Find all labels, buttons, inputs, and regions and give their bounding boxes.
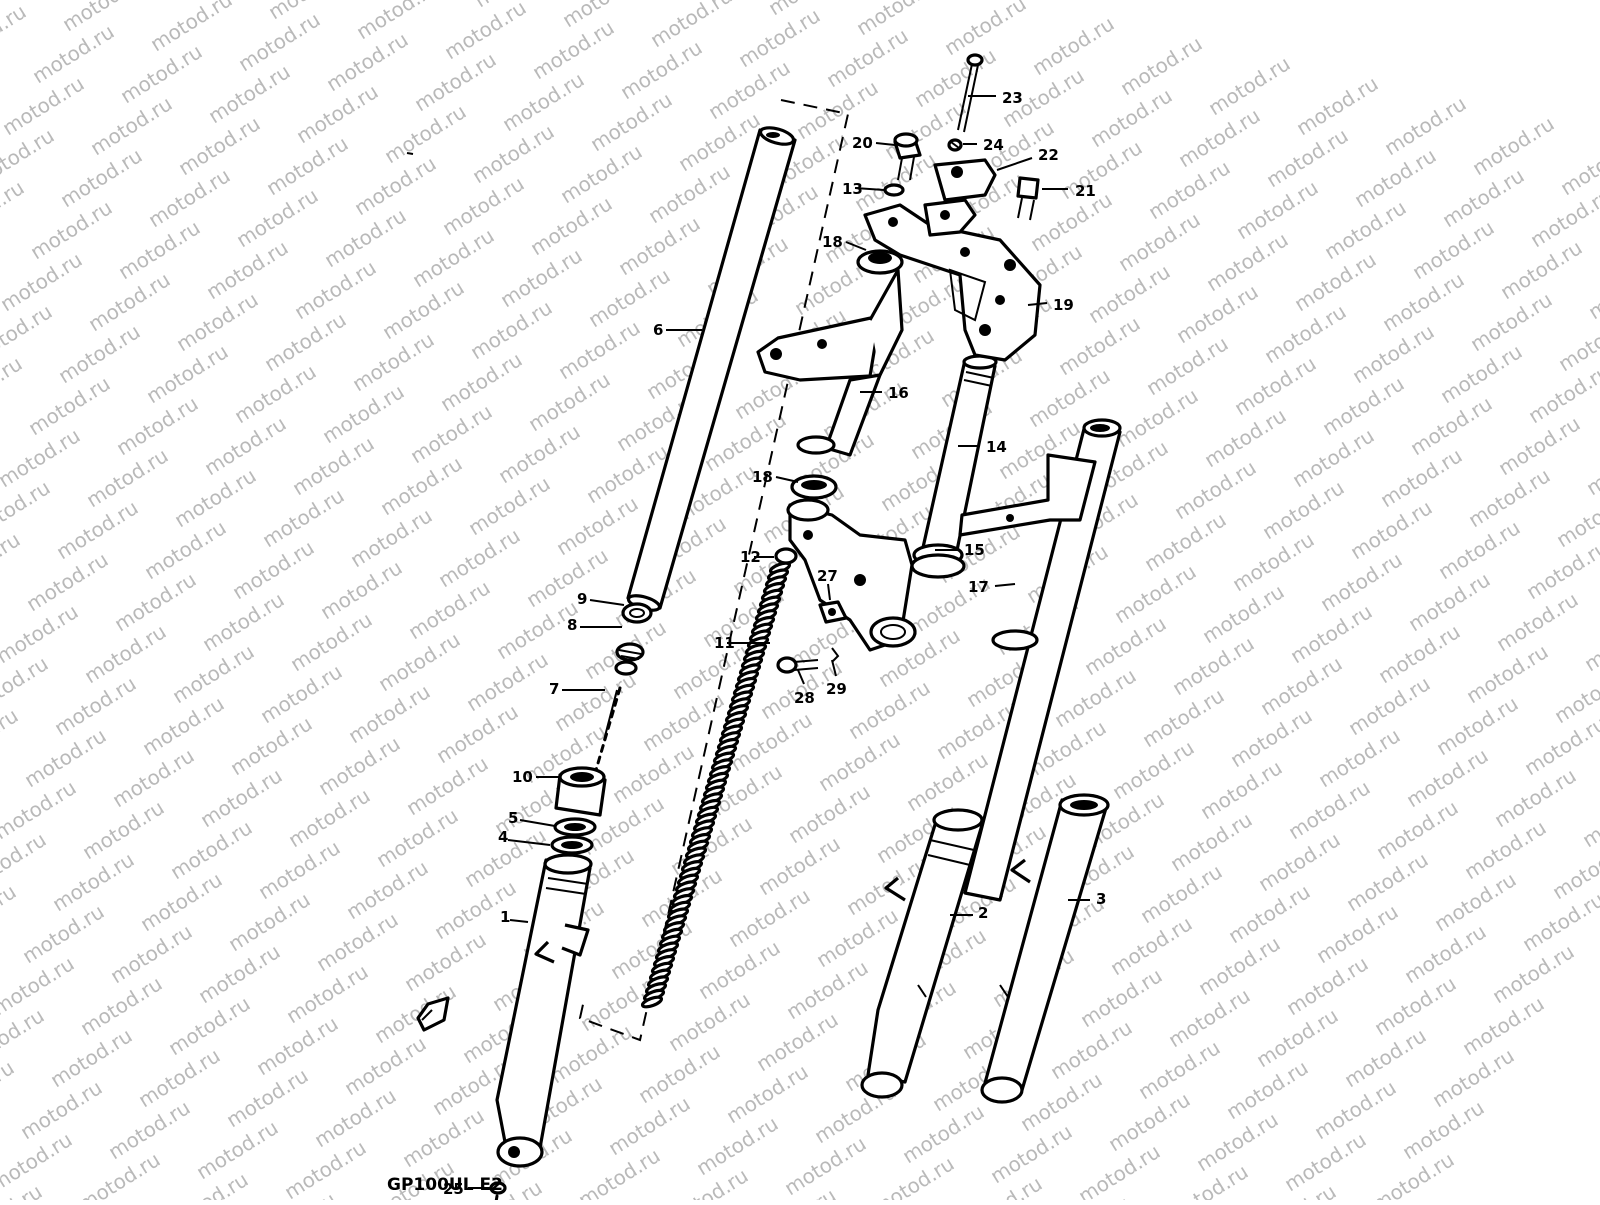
- callout-c13: 13: [842, 180, 863, 198]
- watermark-text: motod.ru: [0, 0, 30, 68]
- callout-c21: 21: [1075, 182, 1096, 200]
- leader-line: [995, 584, 1015, 586]
- callout-c19: 19: [1053, 296, 1074, 314]
- callout-c22: 22: [1038, 146, 1059, 164]
- callout-c18a: 18: [822, 233, 843, 251]
- upper-bearing: [858, 251, 902, 273]
- diagram-code: GP100UL E2: [387, 1175, 503, 1195]
- callout-c15: 15: [964, 541, 985, 559]
- watermark-text: motod.ru: [0, 879, 20, 948]
- watermark-text: motod.ru: [1578, 783, 1600, 852]
- callout-c27: 27: [817, 567, 838, 585]
- callout-c29: 29: [826, 680, 847, 698]
- callout-c28: 28: [794, 689, 815, 707]
- watermark-text: motod.ru: [0, 527, 24, 596]
- callout-c4: 4: [498, 828, 508, 846]
- callout-c7: 7: [549, 680, 559, 698]
- watermark-text: motod.ru: [0, 1055, 18, 1124]
- callout-c6: 6: [653, 321, 663, 339]
- left-outer-tube: [497, 855, 591, 1166]
- callout-c10: 10: [512, 768, 533, 786]
- callout-c18b: 18: [752, 468, 773, 486]
- stray-mark: [407, 153, 413, 154]
- callout-c1: 1: [500, 908, 510, 926]
- watermark-text: motod.ru: [1582, 431, 1600, 500]
- watermark-text: motod.ru: [1580, 607, 1600, 676]
- watermark-text: motod.ru: [0, 351, 26, 420]
- callout-c3: 3: [1096, 890, 1106, 908]
- callout-c8: 8: [567, 616, 577, 634]
- callout-c17: 17: [968, 578, 989, 596]
- callout-c9: 9: [577, 590, 587, 608]
- callout-c14: 14: [986, 438, 1007, 456]
- callout-c12: 12: [740, 548, 761, 566]
- watermark-text: motod.ru: [0, 703, 22, 772]
- callout-c20: 20: [852, 134, 873, 152]
- callout-c23: 23: [1002, 89, 1023, 107]
- watermark-text: motod.ru: [0, 175, 28, 244]
- callout-c24: 24: [983, 136, 1004, 154]
- callout-c2: 2: [978, 904, 988, 922]
- leader-line: [510, 920, 528, 922]
- watermark-text: motod.ru: [1584, 255, 1600, 324]
- leader-line: [590, 600, 624, 605]
- callout-c5: 5: [508, 809, 518, 827]
- callout-c11: 11: [714, 634, 735, 652]
- callout-c16: 16: [888, 384, 909, 402]
- bracket-bolt: [1018, 178, 1038, 220]
